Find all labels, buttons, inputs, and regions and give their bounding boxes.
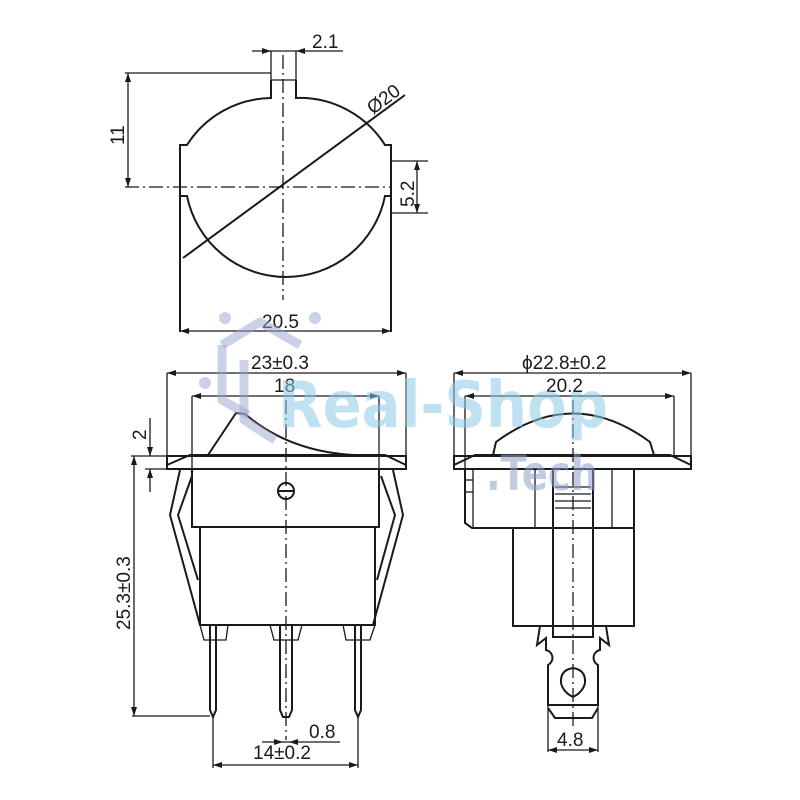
diameter-leader: [182, 94, 406, 259]
dim-side-body-width: 20.2: [546, 376, 583, 397]
dim-pin-width: 0.8: [309, 722, 335, 743]
watermark: Real-Shop .Tech: [199, 312, 608, 502]
watermark-sub-text: .Tech: [486, 446, 598, 502]
watermark-main-text: Real-Shop: [278, 369, 608, 443]
side-body-upper: [464, 469, 635, 529]
dim-tab-width: 2.1: [312, 32, 338, 53]
dim-terminal-width: 4.8: [557, 730, 583, 751]
pin-left: [209, 625, 217, 720]
pin-right: [354, 625, 362, 720]
dim-flat-height: 5.2: [398, 181, 419, 207]
watermark-logo-icon: [219, 317, 303, 444]
dim-body-width: 18: [274, 376, 295, 397]
side-view: ϕ22.8±0.2 20.2 4.8: [453, 353, 692, 753]
side-inner-column: [552, 468, 594, 638]
top-view-outline: [179, 80, 392, 332]
dim-height-to-center: 11: [108, 125, 129, 145]
terminal: [535, 625, 611, 706]
body-lower: [199, 526, 376, 626]
dim-flange-width: 23±0.3: [251, 353, 309, 374]
left-clip: [168, 469, 201, 626]
dim-diameter: Ø20: [363, 81, 404, 119]
dim-pin-pitch: 14±0.2: [253, 743, 311, 764]
dim-overall-height: 25.3±0.3: [114, 556, 135, 630]
dim-flange-thickness: 2: [130, 429, 151, 440]
top-view: 2.1 11 Ø20 5.2 20.5: [108, 32, 428, 334]
dim-flange-diameter: ϕ22.8±0.2: [522, 353, 606, 374]
right-clip: [372, 469, 405, 626]
